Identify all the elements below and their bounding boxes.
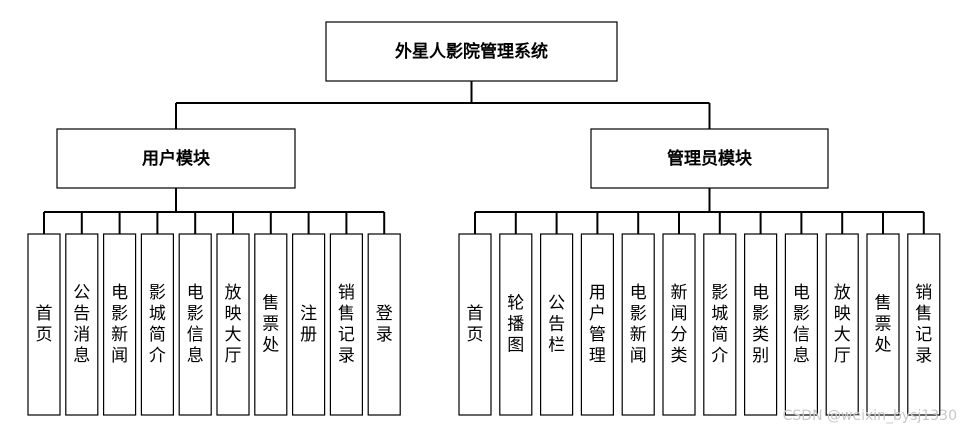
admin-module-functions: 首页 轮播图 公告栏 用户管理 电影新闻 新闻分类 影城简介 电影类别 电影信息 放映大厅 售票处 销… xyxy=(458,233,941,416)
admin-function-label: 影城简介 xyxy=(711,283,728,366)
module-admin: 管理员模块 xyxy=(590,128,829,189)
user-function-label: 售票处 xyxy=(262,294,279,356)
admin-function-box xyxy=(743,233,778,416)
admin-function-node: 放映大厅 xyxy=(825,233,859,416)
user-function-node: 首页 xyxy=(27,233,61,416)
admin-function-node: 用户管理 xyxy=(580,233,615,416)
admin-function-label: 放映大厅 xyxy=(834,283,851,366)
admin-function-node: 轮播图 xyxy=(499,233,533,416)
watermark: CSDN @weixin_bysj1330 xyxy=(782,408,957,424)
admin-function-box xyxy=(662,233,696,416)
user-function-box xyxy=(102,233,137,416)
admin-function-box xyxy=(580,233,615,416)
user-function-box xyxy=(178,233,212,416)
user-function-node: 销售记录 xyxy=(329,233,363,416)
root-node: 外星人影院管理系统 xyxy=(325,21,618,82)
admin-function-node: 电影类别 xyxy=(743,233,778,416)
admin-function-node: 电影新闻 xyxy=(621,233,655,416)
admin-function-box xyxy=(907,233,941,416)
admin-function-box xyxy=(499,233,533,416)
admin-function-box xyxy=(825,233,859,416)
connector-lines xyxy=(43,81,925,234)
admin-function-box xyxy=(539,233,574,416)
user-function-node: 登录 xyxy=(367,233,401,416)
admin-function-node: 影城简介 xyxy=(703,233,737,416)
module-user: 用户模块 xyxy=(56,128,296,189)
user-function-box xyxy=(27,233,61,416)
admin-function-label: 电影新闻 xyxy=(630,283,647,366)
user-function-node: 电影信息 xyxy=(178,233,212,416)
module-admin-label: 管理员模块 xyxy=(667,148,753,169)
user-function-label: 电影新闻 xyxy=(111,283,128,366)
user-function-box xyxy=(140,233,174,416)
user-function-label: 电影信息 xyxy=(187,283,204,366)
admin-function-label: 售票处 xyxy=(875,294,892,356)
user-function-node: 注册 xyxy=(292,233,326,416)
user-function-box xyxy=(216,233,250,416)
admin-function-node: 电影信息 xyxy=(784,233,819,416)
module-user-box xyxy=(56,128,296,189)
user-function-node: 放映大厅 xyxy=(216,233,250,416)
admin-function-label: 用户管理 xyxy=(589,283,606,366)
user-function-label: 登录 xyxy=(376,304,393,345)
admin-function-node: 售票处 xyxy=(866,233,900,416)
admin-function-box xyxy=(458,233,492,416)
admin-function-box xyxy=(703,233,737,416)
admin-function-box xyxy=(866,233,900,416)
admin-function-label: 电影信息 xyxy=(793,283,810,366)
user-function-label: 公告消息 xyxy=(73,283,90,366)
user-function-label: 销售记录 xyxy=(338,283,355,366)
admin-function-label: 首页 xyxy=(467,304,484,345)
admin-function-box xyxy=(784,233,819,416)
root-label: 外星人影院管理系统 xyxy=(395,41,548,62)
module-admin-box xyxy=(590,128,829,189)
admin-function-node: 首页 xyxy=(458,233,492,416)
admin-function-label: 销售记录 xyxy=(915,283,932,366)
user-function-node: 售票处 xyxy=(254,233,288,416)
user-function-box xyxy=(254,233,288,416)
root-box xyxy=(325,21,618,82)
user-function-node: 公告消息 xyxy=(65,233,99,416)
user-function-node: 影城简介 xyxy=(140,233,174,416)
admin-function-label: 新闻分类 xyxy=(671,283,688,366)
admin-function-node: 新闻分类 xyxy=(662,233,696,416)
user-function-label: 注册 xyxy=(300,304,317,345)
admin-function-node: 销售记录 xyxy=(907,233,941,416)
user-function-label: 影城简介 xyxy=(149,283,166,366)
user-function-box xyxy=(292,233,326,416)
admin-function-box xyxy=(621,233,655,416)
user-function-box xyxy=(367,233,401,416)
admin-function-label: 公告栏 xyxy=(548,294,565,356)
user-function-label: 放映大厅 xyxy=(225,283,242,366)
admin-function-label: 电影类别 xyxy=(752,283,769,366)
user-function-node: 电影新闻 xyxy=(102,233,137,416)
admin-function-label: 轮播图 xyxy=(507,294,524,356)
user-function-box xyxy=(65,233,99,416)
admin-function-node: 公告栏 xyxy=(539,233,574,416)
user-module-functions: 首页 公告消息 电影新闻 影城简介 电影信息 放映大厅 售票处 注册 销售记录 登录 xyxy=(27,233,401,416)
user-function-box xyxy=(329,233,363,416)
user-function-label: 首页 xyxy=(36,304,53,345)
module-user-label: 用户模块 xyxy=(142,148,211,169)
